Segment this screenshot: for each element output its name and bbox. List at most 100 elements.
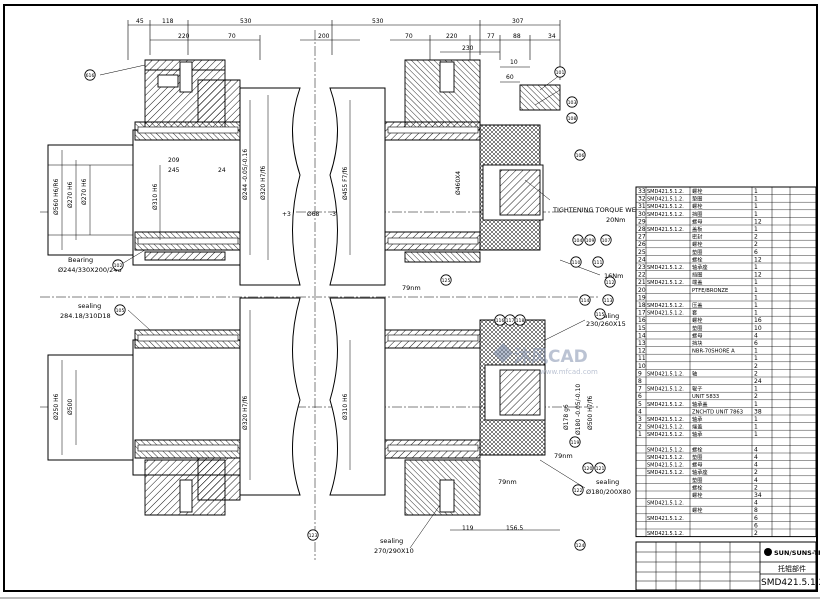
row-no: 28 [638,226,646,233]
row-name: 垫圈 [692,476,702,484]
balloon-label: 123 [309,533,318,539]
table-row: 6 [754,522,758,529]
row-qty: 1 [754,348,758,355]
dim-200: 200 [318,33,330,40]
row-name: 端盖 [692,423,702,431]
row-qty: 12 [754,256,762,263]
row-no: 17 [638,310,646,317]
balloon-label: 109 [586,238,595,244]
row-name: UNIT 5833 [692,394,719,400]
dim-lower-320: Ø320 H7/f6 [242,395,249,430]
row-no: 3 [638,416,642,423]
row-name: 轴承 [692,430,703,438]
part-balloon: 103 [566,96,578,108]
row-code: SMD421.5.1.2. [647,204,684,210]
dim-88: 88 [513,33,521,40]
balloon-label: 116 [496,318,505,324]
balloon-label: 119 [571,440,580,446]
balloon-label: 122 [574,488,583,494]
part-balloon: 616 [84,69,96,81]
row-qty: 2 [754,530,758,537]
row-qty: 4 [754,454,758,461]
row-no: 9 [638,370,642,377]
dim-24: 24 [218,167,226,174]
dim-10: 10 [510,59,518,66]
row-no: 16 [638,317,646,324]
row-name: 螺栓 [692,316,703,324]
part-balloon: 116 [494,314,506,326]
row-qty: 2 [754,234,758,241]
row-name: ZNCHTD UNIT 7863 [692,409,743,415]
row-name: 螺栓 [692,445,703,453]
torque-79nm-b: 79nm [554,452,573,460]
row-no: 4 [638,408,642,415]
dim-530-left: 530 [240,18,252,25]
row-code: SMD421.5.1.2. [647,455,684,461]
torque-16nm: 16Nm [604,272,623,280]
row-no: 24 [638,256,646,263]
dim-530-right: 530 [372,18,384,25]
row-name: 轴承 [692,415,703,423]
company-name: SUN/SUNS-TRAK [774,549,820,557]
dim-320: Ø320 H7/f6 [260,165,267,200]
table-row: SMD421.5.1.2.6 [647,515,758,522]
dim-460x4: Ø460X4 [455,171,462,195]
part-balloon: 110 [570,256,582,268]
row-name: 垫圈 [692,195,702,203]
row-qty: 1 [754,226,758,233]
upper-right-bearing-rollers [387,126,479,245]
balloon-label: 120 [584,466,593,472]
part-balloon: 107 [600,234,612,246]
row-name: 螺栓 [692,240,703,248]
dim-180: Ø180 -0.05/-0.10 [575,384,582,435]
mark-plus3: +3 [282,211,291,218]
part-balloon: 102 [112,259,124,271]
balloon-label: 102 [114,263,123,269]
row-no: 30 [638,211,646,218]
balloon-label: 107 [602,238,611,244]
row-no: 5 [638,401,642,408]
sealing-br-value: Ø180/200X80 [586,488,631,496]
part-balloon: 109 [584,234,596,246]
dim-156-5: 156.5 [506,525,523,532]
row-qty: 1 [754,294,758,301]
row-qty: 16 [754,317,762,324]
row-qty: 1 [754,310,758,317]
row-qty: 1 [754,188,758,195]
row-name: 轴承盖 [692,400,708,408]
row-code: SMD421.5.1.2. [647,516,684,522]
row-qty: 2 [754,469,758,476]
row-no: 2 [638,424,642,431]
table-row: SMD421.5.1.2.2 [647,530,758,537]
row-name: PTFE/BRONZE [692,288,728,294]
row-qty: 1 [754,386,758,393]
balloon-label: 114 [581,298,590,304]
row-qty: 1 [754,211,758,218]
row-qty: 2 [754,241,758,248]
watermark-brand: 沐风CAD [514,347,588,367]
balloon-label: 616 [86,73,95,79]
part-balloon: 117 [504,314,516,326]
balloon-label: 112 [606,280,615,286]
balloon-label: 124 [576,543,585,549]
row-name: 挡圈 [692,210,702,218]
row-name: 螺栓 [692,202,703,210]
row-no: 18 [638,302,646,309]
part-balloon: 125 [440,274,452,286]
